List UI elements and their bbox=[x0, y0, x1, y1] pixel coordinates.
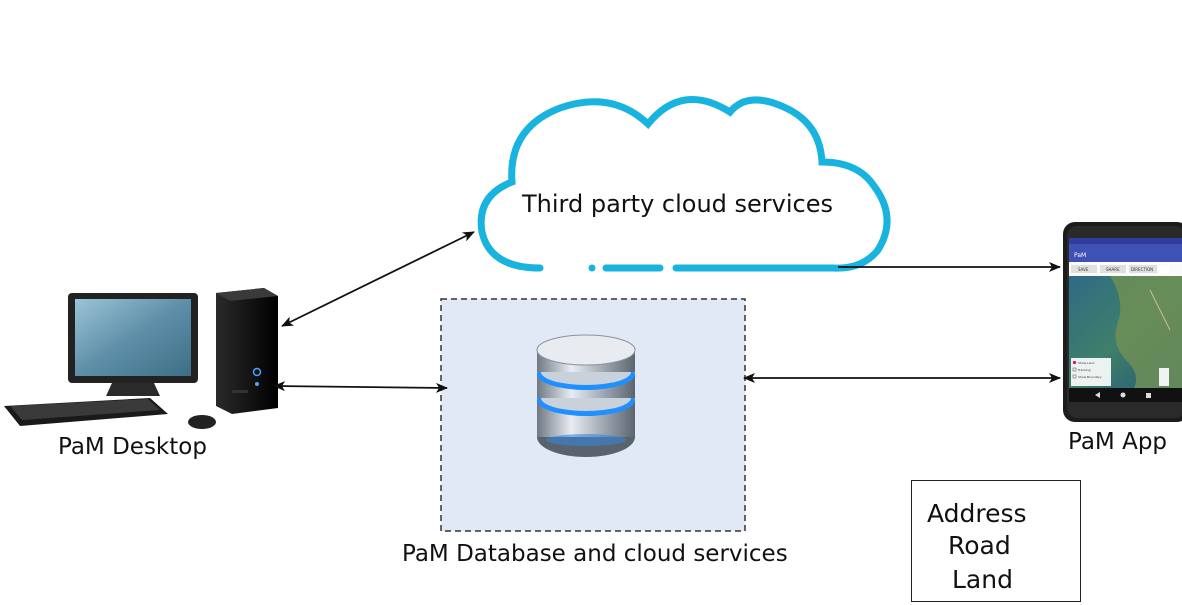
cloud-outline bbox=[477, 96, 891, 272]
desktop-computer-icon bbox=[4, 288, 278, 429]
edge-desktop-database bbox=[273, 381, 448, 393]
phone-checklist: Show Land Tracking Show Boundary bbox=[1071, 358, 1111, 386]
tower bbox=[216, 288, 278, 414]
monitor-screen bbox=[75, 299, 191, 376]
phone-checklist-item: Show Land bbox=[1078, 361, 1094, 365]
phone-title: PaM bbox=[1074, 252, 1086, 259]
phone-button-label: DIRECTION bbox=[1131, 267, 1153, 272]
cloud-outline-dot bbox=[588, 264, 596, 272]
database-icon bbox=[536, 334, 636, 457]
phone-checklist-item: Tracking bbox=[1077, 368, 1091, 372]
edge-desktop-cloud bbox=[281, 231, 475, 327]
legend-item-road: Road bbox=[948, 531, 1011, 560]
mouse bbox=[188, 415, 216, 429]
legend-box: Address Road Land bbox=[911, 480, 1081, 602]
cloud-icon bbox=[477, 96, 891, 272]
phone-app-bar bbox=[1069, 244, 1182, 262]
app-label: PaM App bbox=[1068, 429, 1168, 455]
phone-button-label: SHARE bbox=[1106, 267, 1120, 272]
phone-button-label: SAVE bbox=[1078, 267, 1089, 272]
legend-item-address: Address bbox=[927, 499, 1027, 528]
smartphone-icon: PaM SAVE SHARE DIRECTION Show Land Track… bbox=[1063, 222, 1182, 422]
legend-item-land: Land bbox=[952, 565, 1013, 594]
database-label: PaM Database and cloud services bbox=[402, 541, 788, 567]
phone-checklist-item: Show Boundary bbox=[1078, 375, 1102, 379]
desktop-label: PaM Desktop bbox=[58, 434, 207, 460]
phone-button-row: SAVE SHARE DIRECTION bbox=[1071, 265, 1157, 273]
monitor-stand bbox=[106, 383, 160, 396]
cloud-label: Third party cloud services bbox=[522, 190, 833, 218]
